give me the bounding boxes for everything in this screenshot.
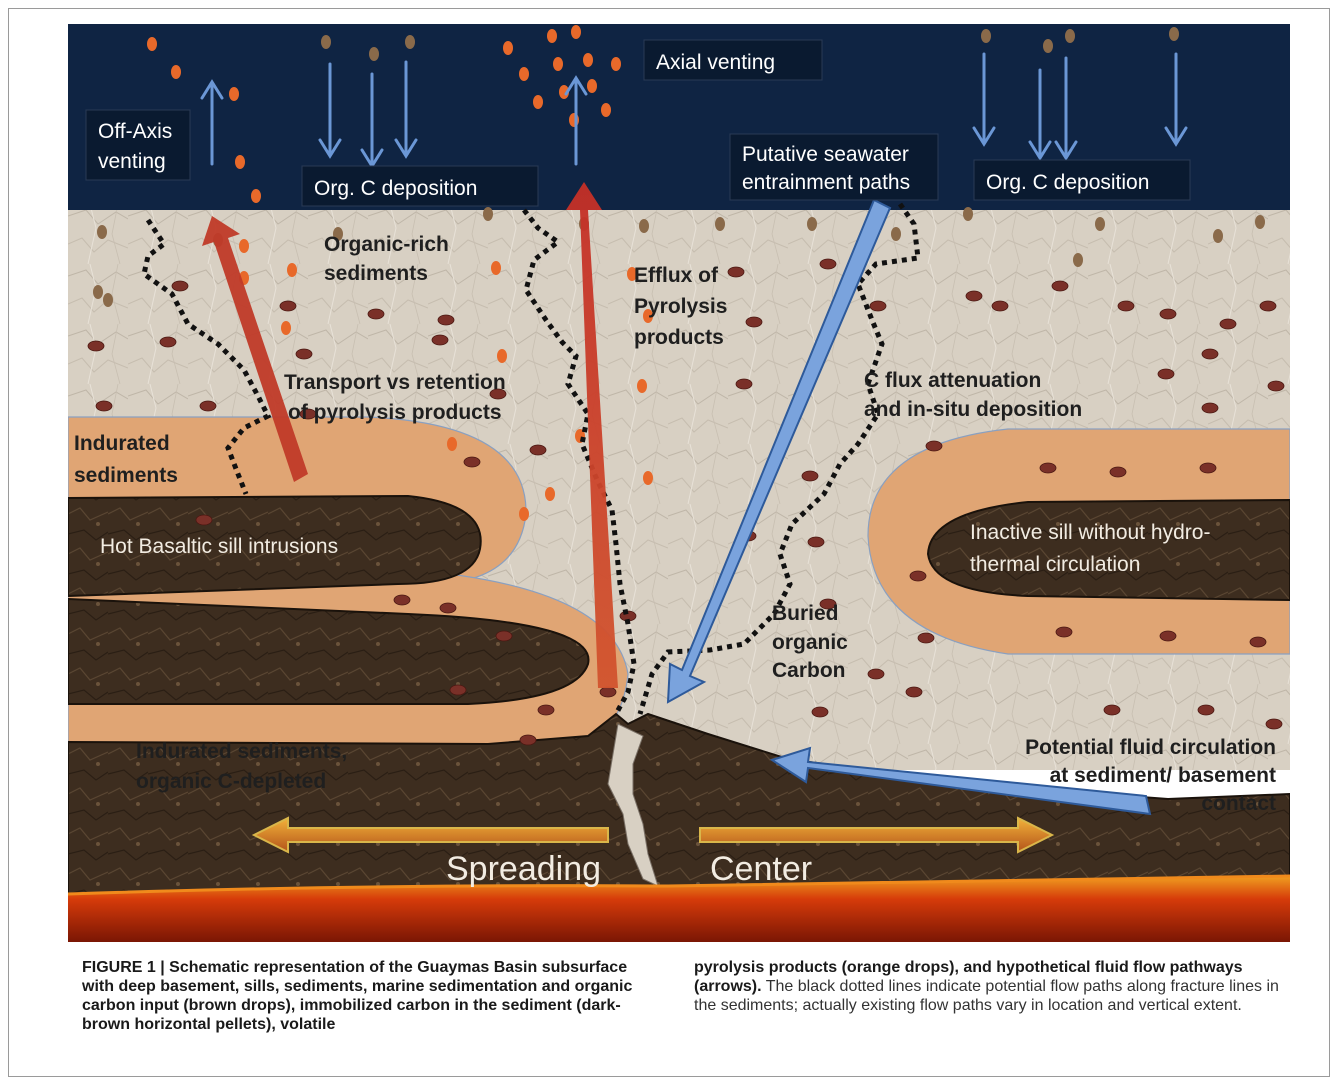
caption-left-bold: FIGURE 1 | Schematic representation of t… (82, 959, 632, 1033)
indurated-label-2: sediments (74, 464, 178, 487)
organic-rich-label-1: Organic-rich (324, 233, 449, 256)
hot-sill-label: Hot Basaltic sill intrusions (100, 535, 338, 558)
org-c-left-label: Org. C deposition (314, 177, 477, 200)
putative-label-2: entrainment paths (742, 171, 910, 194)
transport-label-1: Transport vs retention (284, 371, 506, 394)
caption-right-plain: The black dotted lines indicate potentia… (694, 978, 1279, 1014)
c-flux-label-1: C flux attenuation (864, 369, 1041, 392)
potential-label-3: contact (1201, 792, 1276, 815)
spreading-label: Spreading (446, 850, 601, 888)
center-label: Center (710, 850, 812, 888)
indurated-label-1: Indurated (74, 432, 170, 455)
guaymas-basin-diagram: Off-Axis venting Org. C deposition Axial… (68, 24, 1290, 942)
caption-right: pyrolysis products (orange drops), and h… (694, 958, 1294, 1015)
buried-label-1: Buried (772, 602, 839, 625)
efflux-label-2: Pyrolysis (634, 295, 727, 318)
org-c-right-label: Org. C deposition (986, 171, 1149, 194)
c-flux-label-2: and in-situ deposition (864, 398, 1082, 421)
efflux-label-3: products (634, 326, 724, 349)
inactive-sill-label-1: Inactive sill without hydro- (970, 521, 1210, 544)
buried-label-2: organic (772, 631, 848, 654)
off-axis-label-2: venting (98, 150, 166, 173)
potential-label-1: Potential fluid circulation (1025, 736, 1276, 759)
potential-label-2: at sediment/ basement (1050, 764, 1276, 787)
axial-venting-label: Axial venting (656, 51, 775, 74)
off-axis-label-1: Off-Axis (98, 120, 172, 143)
putative-label-1: Putative seawater (742, 143, 909, 166)
transport-label-2: of pyrolysis products (288, 401, 502, 424)
efflux-label-1: Efflux of (634, 264, 719, 287)
organic-rich-label-2: sediments (324, 262, 428, 285)
inactive-sill (928, 500, 1290, 600)
caption-left: FIGURE 1 | Schematic representation of t… (82, 958, 657, 1034)
inactive-sill-label-2: thermal circulation (970, 553, 1140, 576)
indurated-depleted-label-2: organic C-depleted (136, 770, 326, 793)
buried-label-3: Carbon (772, 659, 846, 682)
indurated-depleted-label-1: Indurated sediments, (136, 740, 347, 763)
